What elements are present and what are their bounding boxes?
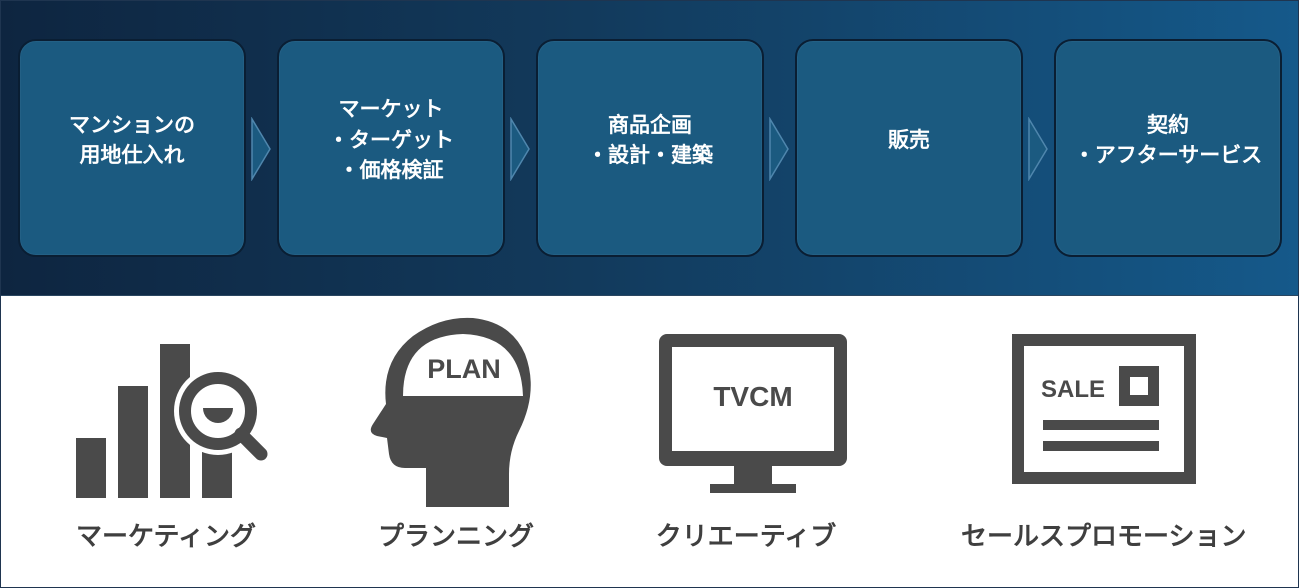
- step-label: 商品企画 ・設計・建築: [587, 112, 713, 167]
- step-sales: 販売: [795, 39, 1023, 257]
- planning-block: PLAN プランニング: [331, 296, 581, 587]
- chevron-right-icon: [769, 117, 789, 181]
- plan-label: PLAN: [427, 354, 501, 384]
- sale-flyer-icon: SALE: [1012, 334, 1196, 484]
- icon-caption: プランニング: [377, 522, 534, 552]
- sale-label: SALE: [1041, 376, 1105, 403]
- sales-promotion-block: SALE セールスプロモーション: [961, 296, 1247, 587]
- creative-block: TVCM クリエーティブ: [626, 296, 866, 587]
- marketing-block: マーケティング: [41, 296, 291, 587]
- icon-caption: マーケティング: [76, 522, 256, 552]
- chevron-right-icon: [510, 117, 530, 181]
- step-label: 契約 ・アフターサービス: [1073, 112, 1263, 167]
- tvcm-label: TVCM: [713, 381, 792, 412]
- step-product-planning: 商品企画 ・設計・建築: [536, 39, 764, 257]
- icon-caption: クリエーティブ: [655, 522, 837, 552]
- head-plan-icon: PLAN: [370, 317, 531, 507]
- icon-caption: セールスプロモーション: [961, 522, 1247, 552]
- chevron-right-icon: [1028, 117, 1048, 181]
- process-flow: マンションの 用地仕入れ マーケット ・ターゲット ・価格検証 商品企画 ・設計…: [1, 1, 1298, 296]
- step-land-purchase: マンションの 用地仕入れ: [18, 39, 246, 257]
- service-icons: マーケティング PLAN プランニング TVCM クリエーティブ: [1, 296, 1298, 587]
- step-market-target: マーケット ・ターゲット ・価格検証: [277, 39, 505, 257]
- bar-chart-magnifier-icon: [76, 344, 268, 498]
- monitor-tvcm-icon: TVCM: [659, 334, 847, 493]
- step-label: マーケット ・ターゲット ・価格検証: [328, 97, 454, 183]
- step-contract-aftercare: 契約 ・アフターサービス: [1054, 39, 1282, 257]
- chevron-right-icon: [251, 117, 271, 181]
- step-label: 販売: [888, 127, 930, 152]
- step-label: マンションの 用地仕入れ: [69, 112, 195, 167]
